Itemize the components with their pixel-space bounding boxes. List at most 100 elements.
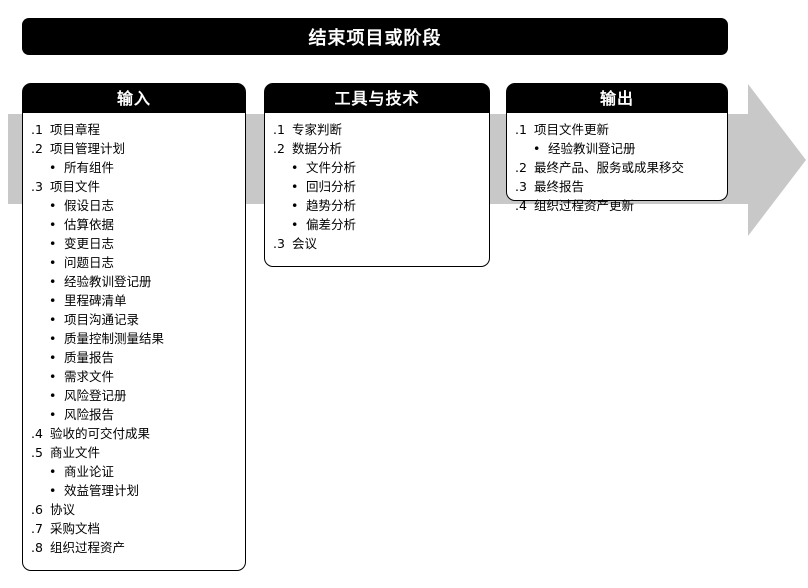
item-text: 问题日志 [64, 255, 115, 270]
sub-list-item: • 经验教训登记册 [515, 139, 727, 158]
bullet-icon: • [49, 483, 57, 498]
item-text: 文件分析 [306, 160, 357, 175]
item-number: .2 [273, 141, 285, 156]
item-text: 效益管理计划 [64, 483, 140, 498]
item-text: 回归分析 [306, 179, 357, 194]
item-number: .4 [31, 426, 43, 441]
bullet-icon: • [291, 198, 299, 213]
item-text: 最终报告 [534, 179, 585, 194]
sub-list-item: • 经验教训登记册 [31, 272, 245, 291]
item-number: .1 [31, 122, 43, 137]
bullet-icon: • [49, 407, 57, 422]
sub-list-item: •质量控制测量结果 [31, 329, 245, 348]
item-text: 经验教训登记册 [64, 274, 152, 289]
item-number: .1 [515, 122, 527, 137]
item-text: 估算依据 [64, 217, 115, 232]
bullet-icon: • [49, 388, 57, 403]
item-text: 采购文档 [50, 521, 101, 536]
item-text: 项目文件更新 [534, 122, 610, 137]
item-number: .1 [273, 122, 285, 137]
list-item: .3 会议 [273, 234, 489, 253]
item-text: 假设日志 [64, 198, 115, 213]
sub-list-item: • 回归分析 [273, 177, 489, 196]
outputs-header: 输出 [507, 84, 727, 113]
item-number: .8 [31, 540, 43, 555]
item-text: 质量控制测量结果 [64, 331, 165, 346]
list-item: .8 组织过程资产 [31, 538, 245, 557]
item-text: 项目章程 [50, 122, 101, 137]
bullet-icon: • [49, 255, 57, 270]
item-number: .4 [515, 198, 527, 213]
item-text: 商业论证 [64, 464, 115, 479]
bullet-icon: • [49, 312, 57, 327]
sub-list-item: • 风险报告 [31, 405, 245, 424]
item-text: 偏差分析 [306, 217, 357, 232]
sub-list-item: • 风险登记册 [31, 386, 245, 405]
list-item: .4 组织过程资产更新 [515, 196, 727, 215]
sub-list-item: •趋势分析 [273, 196, 489, 215]
list-item: .2 数据分析 [273, 139, 489, 158]
item-text: 经验教训登记册 [548, 141, 636, 156]
bullet-icon: • [49, 198, 57, 213]
tools-header: 工具与技术 [265, 84, 489, 113]
bullet-icon: • [49, 160, 57, 175]
list-item: .3 项目文件 [31, 177, 245, 196]
bullet-icon: • [49, 217, 57, 232]
bullet-icon: • [49, 236, 57, 251]
inputs-header: 输入 [23, 84, 245, 113]
list-item: .3 最终报告 [515, 177, 727, 196]
item-text: 风险报告 [64, 407, 115, 422]
list-item: .1 专家判断 [273, 120, 489, 139]
item-text: 质量报告 [64, 350, 115, 365]
list-item: .5 商业文件 [31, 443, 245, 462]
bullet-icon: • [49, 369, 57, 384]
list-item: .4 验收的可交付成果 [31, 424, 245, 443]
bullet-icon: • [291, 179, 299, 194]
item-text: 会议 [292, 236, 318, 251]
item-text: 项目沟通记录 [64, 312, 140, 327]
item-text: 专家判断 [292, 122, 343, 137]
bullet-icon: • [49, 293, 57, 308]
item-number: .7 [31, 521, 43, 536]
item-text: 商业文件 [50, 445, 101, 460]
sub-list-item: •质量报告 [31, 348, 245, 367]
item-text: 验收的可交付成果 [50, 426, 151, 441]
item-text: 组织过程资产 [50, 540, 126, 555]
list-item: .7 采购文档 [31, 519, 245, 538]
bullet-icon: • [533, 141, 541, 156]
item-text: 协议 [50, 502, 76, 517]
item-number: .2 [31, 141, 43, 156]
bullet-icon: • [49, 274, 57, 289]
item-text: 数据分析 [292, 141, 343, 156]
list-item: .1 项目文件更新 [515, 120, 727, 139]
sub-list-item: •文件分析 [273, 158, 489, 177]
bullet-icon: • [49, 464, 57, 479]
sub-list-item: • 偏差分析 [273, 215, 489, 234]
process-title: 结束项目或阶段 [22, 18, 728, 55]
sub-list-item: • 假设日志 [31, 196, 245, 215]
item-text: 风险登记册 [64, 388, 127, 403]
item-text: 项目管理计划 [50, 141, 126, 156]
item-text: 组织过程资产更新 [534, 198, 635, 213]
item-number: .3 [31, 179, 43, 194]
item-number: .5 [31, 445, 43, 460]
sub-list-item: • 商业论证 [31, 462, 245, 481]
sub-list-item: • 估算依据 [31, 215, 245, 234]
sub-list-item: • 项目沟通记录 [31, 310, 245, 329]
item-text: 项目文件 [50, 179, 101, 194]
sub-list-item: • 里程碑清单 [31, 291, 245, 310]
bullet-icon: • [291, 217, 299, 232]
item-text: 所有组件 [64, 160, 115, 175]
sub-list-item: • 效益管理计划 [31, 481, 245, 500]
item-number: .3 [273, 236, 285, 251]
item-number: .3 [515, 179, 527, 194]
item-text: 里程碑清单 [64, 293, 127, 308]
